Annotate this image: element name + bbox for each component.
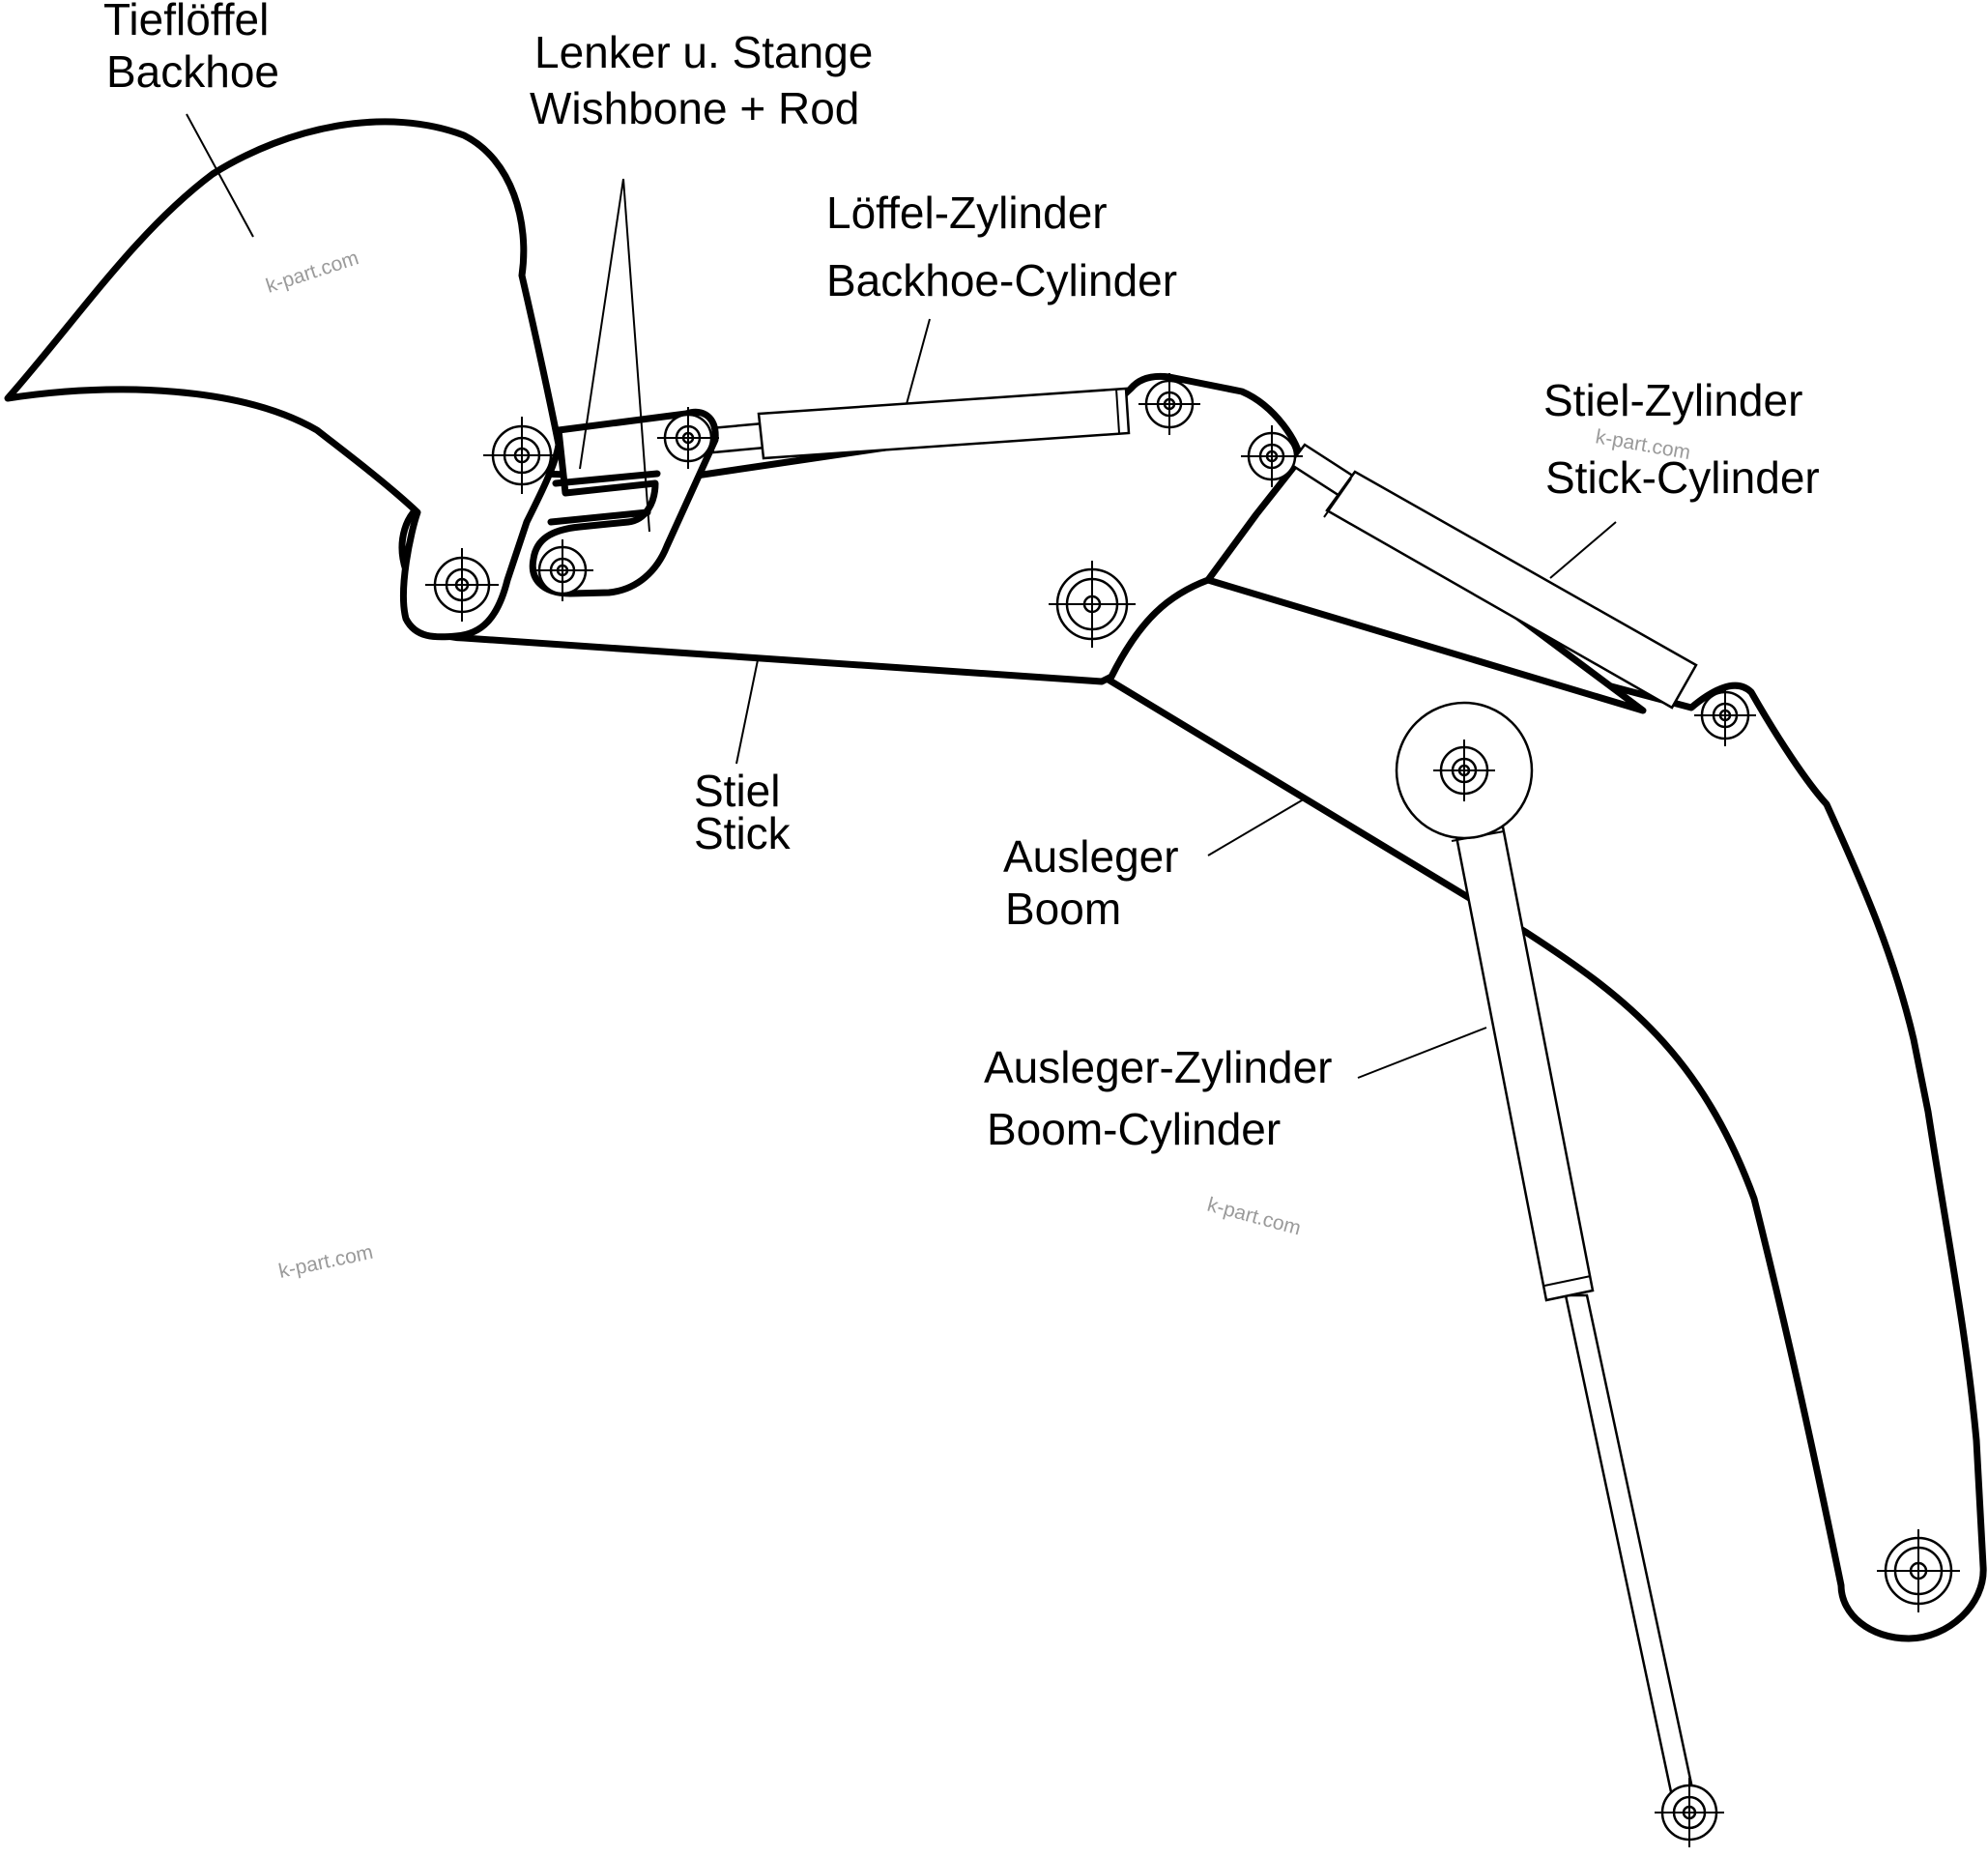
- pin-stick-cylinder-base: [1694, 684, 1756, 746]
- label-backhoe-cylinder-de: Löffel-Zylinder: [826, 188, 1108, 238]
- watermark-3: k-part.com: [276, 1241, 375, 1283]
- pin-boom-base: [1877, 1529, 1960, 1612]
- pin-wishbone-bottom: [532, 539, 593, 601]
- label-stick-de: Stiel: [694, 766, 780, 816]
- label-boom-de: Ausleger: [1003, 831, 1179, 882]
- stick-cylinder-body: [1325, 470, 1698, 710]
- leader-boom-cylinder: [1357, 1027, 1487, 1079]
- label-backhoe-en: Backhoe: [106, 46, 279, 97]
- boom: [1049, 547, 1987, 1642]
- label-wishbone-de: Lenker u. Stange: [534, 27, 873, 77]
- pin-boom-cylinder-base: [1655, 1778, 1724, 1847]
- label-backhoe-de: Tieflöffel: [103, 0, 269, 44]
- label-stick-en: Stick: [694, 808, 792, 858]
- rod-link: [552, 470, 661, 487]
- leader-boom: [1207, 797, 1308, 856]
- leader-backhoe-cylinder: [906, 318, 931, 405]
- pin-bucket-lower: [425, 548, 499, 622]
- watermark-4: k-part.com: [1205, 1194, 1304, 1240]
- leader-stick-cylinder: [1549, 521, 1617, 579]
- boom-cylinder-end: [1543, 1275, 1592, 1287]
- label-boom-cylinder-de: Ausleger-Zylinder: [984, 1042, 1332, 1092]
- backhoe-cylinder-end: [1115, 388, 1120, 434]
- label-backhoe-cylinder-en: Backhoe-Cylinder: [826, 255, 1177, 305]
- pin-bucket-upper: [483, 417, 561, 494]
- rod-link-lower: [547, 508, 651, 526]
- label-stick-cylinder-de: Stiel-Zylinder: [1543, 375, 1802, 425]
- boom-cylinder-rod: [1564, 1293, 1703, 1835]
- leader-wishbone-1: [579, 178, 624, 470]
- label-stick-cylinder-en: Stick-Cylinder: [1545, 452, 1820, 503]
- leader-stick: [735, 654, 760, 765]
- leader-wishbone-2: [622, 178, 650, 533]
- pin-boom-stick: [1049, 561, 1136, 648]
- label-boom-en: Boom: [1005, 884, 1121, 934]
- label-boom-cylinder-en: Boom-Cylinder: [987, 1104, 1281, 1154]
- pin-boom-cylinder-head: [1433, 740, 1495, 801]
- leader-backhoe: [186, 113, 254, 238]
- label-wishbone-en: Wishbone + Rod: [530, 83, 859, 133]
- pin-stick-cylinder-rod: [1241, 425, 1303, 487]
- pin-backhoe-cylinder-head: [1138, 373, 1200, 435]
- backhoe-cylinder-body: [757, 387, 1131, 460]
- bucket: [4, 118, 562, 641]
- stick-cylinder-collar: [1323, 478, 1352, 518]
- pin-wishbone-top: [657, 407, 719, 469]
- wishbone: [529, 408, 719, 597]
